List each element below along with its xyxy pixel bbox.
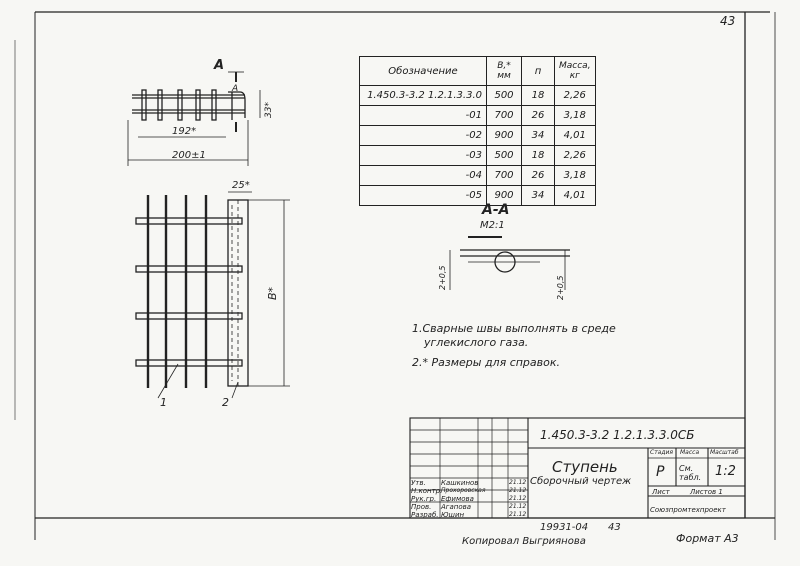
section-label-top: А (214, 58, 225, 73)
footer-page: 43 (608, 522, 621, 533)
footer-copied: Копировал Выгриянова (462, 536, 586, 547)
stage-label: Стадия (650, 449, 674, 456)
tb-name-4: Юшин (441, 511, 465, 519)
dim-25: 25* (232, 180, 250, 191)
tb-role-0: Утв. (411, 479, 426, 487)
cell-n: 18 (521, 145, 555, 166)
tb-role-2: Рук.гр. (411, 495, 437, 503)
spec-table: Обозначение В,* мм п Масса, кг 1.450.3-3… (359, 56, 596, 206)
section-aa (449, 236, 570, 290)
grid-view (135, 191, 290, 399)
table-row: -04 700 26 3,18 (359, 165, 596, 186)
table-row: -05 900 34 4,01 (359, 185, 596, 206)
org-name: Союзпромтехпроект (650, 506, 726, 514)
tb-name-1: Прохоровская (441, 487, 486, 494)
tb-date-4: 21.12 (509, 511, 527, 518)
header-mass: Масса, кг (554, 56, 596, 86)
cell-mass: 3,18 (554, 105, 596, 126)
cell-n: 18 (521, 85, 555, 106)
page-number: 43 (720, 14, 736, 28)
note-2: 2.* Размеры для справок. (412, 356, 561, 369)
cell-mass: 4,01 (554, 125, 596, 146)
cell-designation: -04 (359, 165, 487, 186)
cell-n: 34 (521, 185, 555, 206)
tb-role-1: Н.контр. (411, 487, 443, 495)
header-n: п (521, 56, 555, 86)
tb-role-4: Разраб. (411, 511, 439, 519)
note-1: 1.Сварные швы выполнять в среде (412, 322, 616, 335)
cell-mass: 2,26 (554, 85, 596, 106)
cell-b: 500 (486, 85, 522, 106)
header-b: В,* мм (486, 56, 522, 86)
tb-date-2: 21.12 (509, 495, 527, 502)
footer-format: Формат А3 (676, 532, 739, 545)
dim-b: В* (266, 286, 279, 300)
cell-n: 34 (521, 125, 555, 146)
dim-weld-left: 2+0,5 (438, 265, 447, 290)
footer-doc-num: 19931-04 (540, 522, 589, 533)
cell-mass: 2,26 (554, 145, 596, 166)
cell-mass: 4,01 (554, 185, 596, 206)
cell-b: 700 (486, 165, 522, 186)
section-view-scale: М2:1 (480, 220, 505, 231)
tb-date-0: 21.12 (509, 479, 527, 486)
plan-view (127, 71, 261, 166)
header-designation: Обозначение (359, 56, 487, 86)
tb-role-3: Пров. (411, 503, 432, 511)
dim-200: 200±1 (172, 150, 206, 161)
table-row: -02 900 34 4,01 (359, 125, 596, 146)
part-name: Ступень (552, 458, 618, 476)
tb-name-3: Агапова (441, 503, 472, 511)
sheet-label: Лист (652, 488, 670, 496)
cell-designation: -05 (359, 185, 487, 206)
cell-b: 900 (486, 125, 522, 146)
cell-designation: -02 (359, 125, 487, 146)
title-block-lines (409, 417, 746, 519)
tb-date-1: 21.12 (509, 487, 527, 494)
table-row: -03 500 18 2,26 (359, 145, 596, 166)
note-1-cont: углекислого газа. (424, 336, 529, 349)
cell-n: 26 (521, 165, 555, 186)
cell-designation: -03 (359, 145, 487, 166)
part-subname: Сборочный чертеж (530, 476, 632, 487)
callout-2: 2 (222, 396, 229, 409)
dim-33: 33* (264, 102, 274, 118)
section-view-title: А-А (482, 202, 510, 218)
mass-label: Масса (680, 449, 700, 456)
tb-date-3: 21.12 (509, 503, 527, 510)
tb-name-0: Кашкинов (441, 479, 479, 487)
callout-1: 1 (160, 396, 167, 409)
tb-name-2: Ефимова (441, 495, 474, 503)
dim-192: 192* (172, 126, 197, 137)
table-row: 1.450.3-3.2 1.2.1.3.3.0 500 18 2,26 (359, 85, 596, 106)
sheets-label: Листов 1 (690, 488, 723, 496)
cell-n: 26 (521, 105, 555, 126)
cell-b: 700 (486, 105, 522, 126)
cell-b: 500 (486, 145, 522, 166)
section-label-bottom: А (232, 84, 239, 94)
scale-value: 1:2 (715, 464, 736, 479)
doc-code: 1.450.3-3.2 1.2.1.3.3.0СБ (540, 428, 695, 442)
cell-designation: 1.450.3-3.2 1.2.1.3.3.0 (359, 85, 487, 106)
stage-value: Р (656, 464, 665, 480)
table-row: -01 700 26 3,18 (359, 105, 596, 126)
cell-designation: -01 (359, 105, 487, 126)
cell-mass: 3,18 (554, 165, 596, 186)
mass-value: См. табл. (679, 464, 702, 482)
scale-label: Масштаб (710, 449, 739, 456)
dim-weld-right: 2+0,5 (556, 275, 565, 300)
